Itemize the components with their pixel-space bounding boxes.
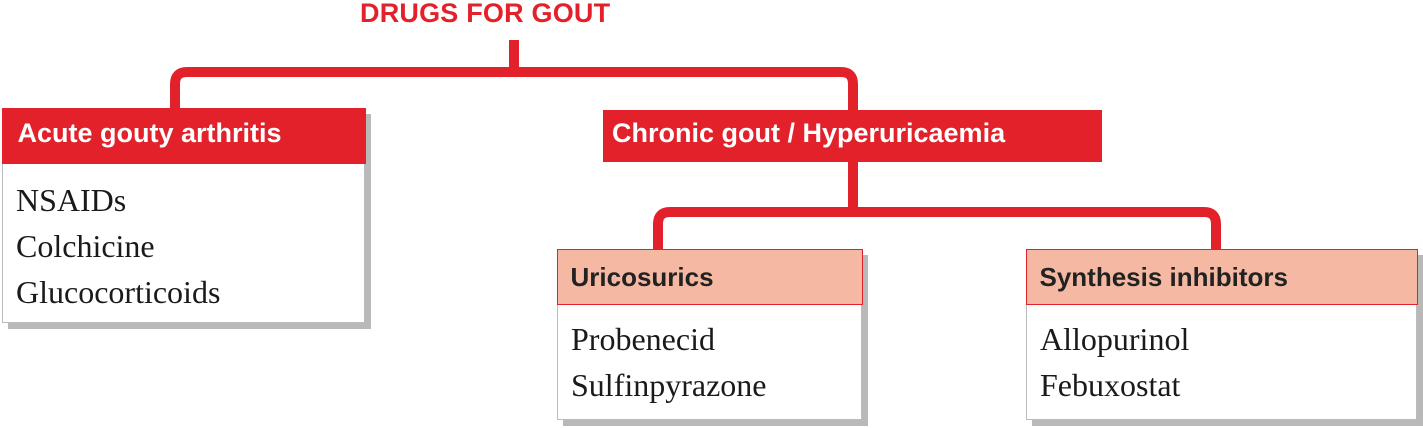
chronic-gout-box: Chronic gout / Hyperuricaemia [603, 110, 1102, 162]
connector-root-branch [170, 67, 858, 110]
connector-chronic-branch [653, 207, 1221, 249]
drug-item: Probenecid [571, 321, 715, 357]
drug-item: NSAIDs [16, 182, 127, 218]
synthesis-inhibitors-header: Synthesis inhibitors [1025, 248, 1418, 305]
acute-drug-list: NSAIDs Colchicine Glucocorticoids [16, 177, 220, 315]
drug-item: Glucocorticoids [16, 274, 221, 310]
diagram-title: DRUGS FOR GOUT [360, 0, 611, 28]
drug-item: Sulfinpyrazone [571, 367, 767, 403]
uricosurics-header: Uricosurics [556, 248, 863, 305]
acute-gouty-arthritis-box: Acute gouty arthritis NSAIDs Colchicine … [1, 107, 366, 323]
uricosurics-box: Uricosurics Probenecid Sulfinpyrazone [556, 248, 863, 420]
chronic-gout-header: Chronic gout / Hyperuricaemia [603, 110, 1102, 162]
synthesis-inhibitors-box: Synthesis inhibitors Allopurinol Febuxos… [1025, 248, 1418, 420]
drug-item: Allopurinol [1040, 321, 1190, 357]
uricosurics-drug-list: Probenecid Sulfinpyrazone [571, 316, 767, 408]
drug-item: Febuxostat [1040, 367, 1181, 403]
acute-gouty-arthritis-header: Acute gouty arthritis [1, 107, 366, 164]
drug-item: Colchicine [16, 228, 155, 264]
synthesis-inhibitors-drug-list: Allopurinol Febuxostat [1040, 316, 1189, 408]
